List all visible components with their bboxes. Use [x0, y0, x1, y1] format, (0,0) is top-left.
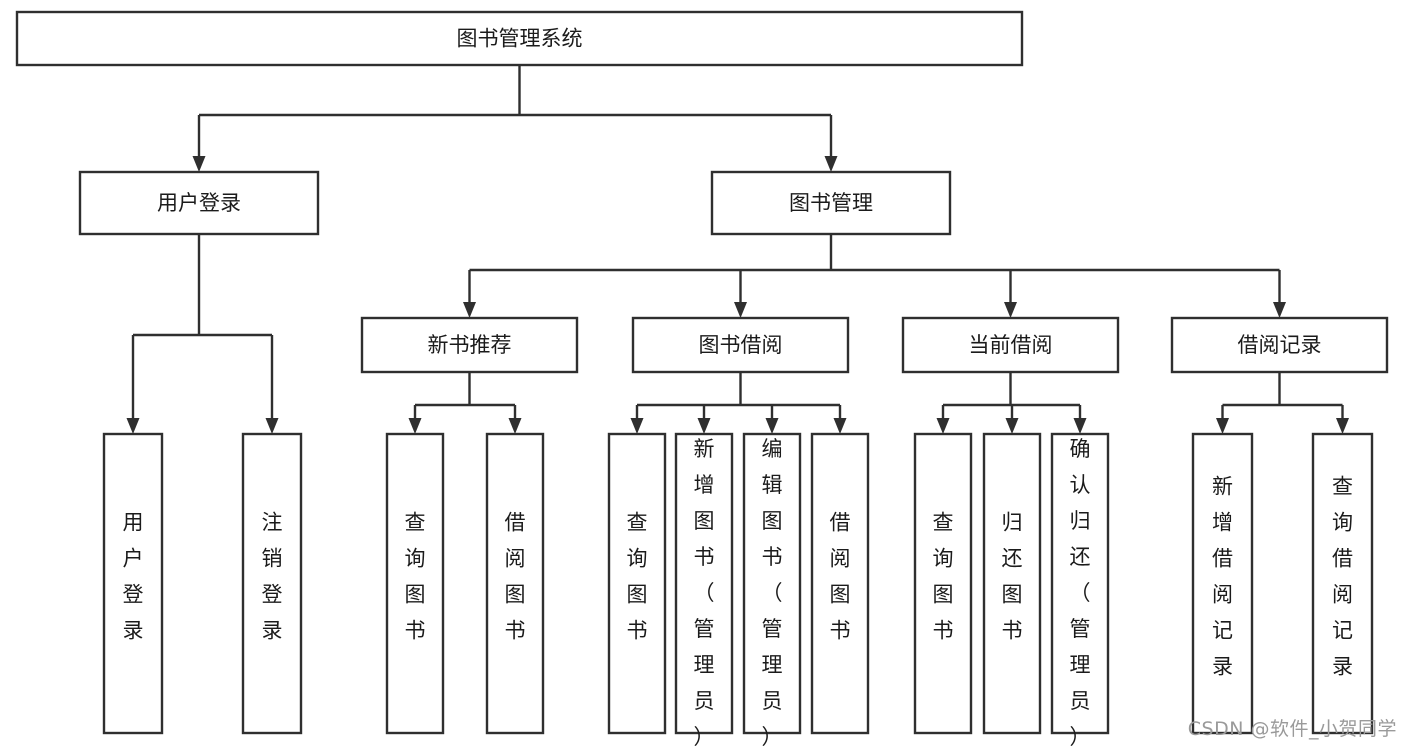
node-label: 借阅记录	[1238, 333, 1322, 357]
connector-arrowhead	[734, 302, 747, 318]
node-box	[15, 10, 1024, 67]
node-label: 注销登录	[262, 511, 283, 643]
node-label: 当前借阅	[969, 333, 1053, 357]
connector-arrowhead	[265, 418, 279, 434]
connector-arrowhead	[1005, 418, 1019, 434]
connector-arrowhead	[630, 418, 644, 434]
connector-arrowhead	[1336, 418, 1349, 434]
connector-arrowhead	[1004, 302, 1017, 318]
node-label: 查询图书	[405, 511, 426, 643]
node-root[interactable]: 图书管理系统	[15, 10, 1024, 67]
node-label: 查询图书	[627, 511, 648, 643]
node-box	[360, 316, 579, 374]
node-label: 图书借阅	[699, 333, 783, 357]
node-box	[710, 170, 952, 236]
connector-arrowhead	[1216, 418, 1229, 434]
node-box	[982, 432, 1042, 735]
node-leaf-current-return[interactable]: 归还图书	[982, 432, 1042, 735]
node-new-book-rec[interactable]: 新书推荐	[360, 316, 579, 374]
node-label: 编辑图书（管理员）	[762, 437, 783, 747]
node-box	[913, 432, 973, 735]
connector-arrowhead	[192, 156, 206, 172]
node-leaf-borrow-edit[interactable]: 编辑图书（管理员）	[742, 432, 802, 747]
node-box	[241, 432, 303, 735]
node-label: 新增借阅记录	[1212, 475, 1233, 679]
node-label: 借阅图书	[830, 511, 851, 643]
node-label: 查询图书	[933, 511, 954, 643]
connector-arrowhead	[765, 418, 779, 434]
node-box	[901, 316, 1120, 374]
node-leaf-rec-query[interactable]: 查询图书	[385, 432, 445, 735]
node-leaf-borrow-add[interactable]: 新增图书（管理员）	[674, 432, 734, 747]
connector-arrowhead	[408, 418, 422, 434]
node-label: 新书推荐	[428, 333, 512, 357]
node-leaf-current-query[interactable]: 查询图书	[913, 432, 973, 735]
node-box	[607, 432, 667, 735]
node-leaf-record-add[interactable]: 新增借阅记录	[1191, 432, 1254, 735]
node-leaf-borrow-query[interactable]: 查询图书	[607, 432, 667, 735]
node-current-borrow[interactable]: 当前借阅	[901, 316, 1120, 374]
connector-arrowhead	[824, 156, 838, 172]
node-label: 归还图书	[1002, 511, 1023, 643]
node-box	[1170, 316, 1389, 374]
node-leaf-user-login[interactable]: 用户登录	[102, 432, 164, 735]
node-box	[78, 170, 320, 236]
node-box	[674, 432, 734, 735]
node-box	[485, 432, 545, 735]
node-label: 查询借阅记录	[1332, 475, 1353, 679]
node-book-borrow[interactable]: 图书借阅	[631, 316, 850, 374]
node-leaf-user-logout[interactable]: 注销登录	[241, 432, 303, 735]
node-leaf-rec-borrow[interactable]: 借阅图书	[485, 432, 545, 735]
node-book-manage[interactable]: 图书管理	[710, 170, 952, 236]
connector-arrowhead	[126, 418, 140, 434]
node-box	[631, 316, 850, 374]
node-label: 新增图书（管理员）	[694, 437, 715, 747]
connector-arrowhead	[833, 418, 847, 434]
node-user-login[interactable]: 用户登录	[78, 170, 320, 236]
node-box	[102, 432, 164, 735]
node-box	[810, 432, 870, 735]
node-label: 用户登录	[123, 511, 144, 643]
node-box	[1191, 432, 1254, 735]
connector-arrowhead	[1273, 302, 1286, 318]
node-borrow-record[interactable]: 借阅记录	[1170, 316, 1389, 374]
connector-layer	[126, 65, 1349, 434]
node-label: 借阅图书	[505, 511, 526, 643]
node-box	[1311, 432, 1374, 735]
node-label: 确认归还（管理员）	[1070, 437, 1091, 747]
node-leaf-current-confirm[interactable]: 确认归还（管理员）	[1050, 432, 1110, 747]
connector-arrowhead	[697, 418, 711, 434]
node-leaf-borrow-lend[interactable]: 借阅图书	[810, 432, 870, 735]
node-box	[385, 432, 445, 735]
node-leaf-record-query[interactable]: 查询借阅记录	[1311, 432, 1374, 735]
node-layer: 图书管理系统用户登录图书管理新书推荐图书借阅当前借阅借阅记录用户登录注销登录查询…	[15, 10, 1389, 747]
connector-arrowhead	[1073, 418, 1087, 434]
connector-arrowhead	[508, 418, 522, 434]
node-label: 图书管理系统	[457, 27, 583, 51]
node-label: 用户登录	[157, 191, 241, 215]
node-label: 图书管理	[789, 191, 873, 215]
connector-arrowhead	[463, 302, 476, 318]
node-box	[1050, 432, 1110, 735]
connector-arrowhead	[936, 418, 950, 434]
node-box	[742, 432, 802, 735]
